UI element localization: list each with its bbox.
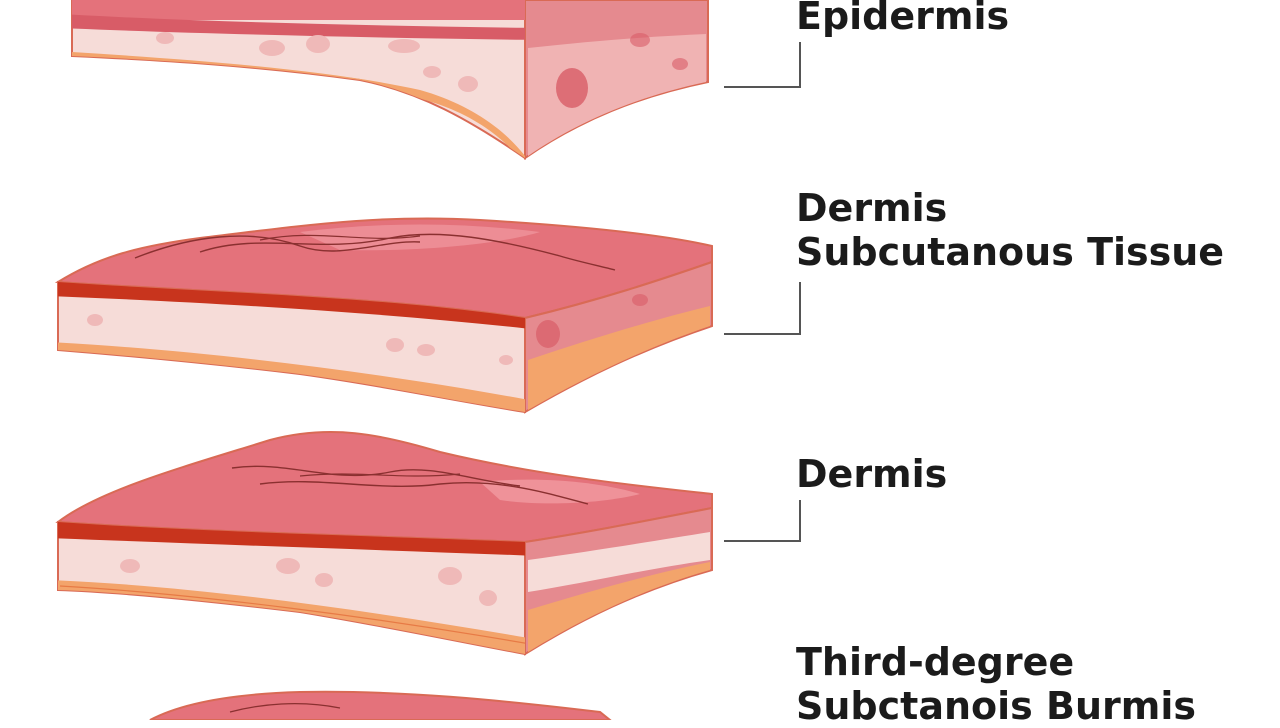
label-line: Dermis <box>796 452 948 496</box>
label-line: Third-degree <box>796 640 1075 684</box>
label-dermis-subcutanous: Dermis Subcutanous Tissue <box>796 186 1224 274</box>
skin-slab-dermis-subcutanous <box>54 217 713 414</box>
slab-top-surface <box>149 690 612 720</box>
vein-line <box>259 480 589 505</box>
leader-line <box>724 42 801 88</box>
slab-side-dermis <box>528 34 706 156</box>
slab-front-face <box>71 0 526 160</box>
vein-line <box>231 465 521 487</box>
vein-line <box>299 473 461 477</box>
leader-line <box>724 282 801 335</box>
label-third-degree: Third-degree Subctanois Burmis <box>796 640 1196 728</box>
label-line: Subctanois Burmis <box>796 684 1196 728</box>
label-line: Epidermis <box>796 0 1010 38</box>
skin-slab-dermis <box>55 430 713 656</box>
leader-line <box>724 500 801 542</box>
label-dermis: Dermis <box>796 452 947 496</box>
vein-line <box>229 703 341 713</box>
vein-line <box>134 235 421 259</box>
label-line: Dermis <box>796 186 948 230</box>
label-epidermis: Epidermis <box>796 0 1009 38</box>
vein-line <box>259 234 421 241</box>
slab-top-surface <box>55 430 713 544</box>
skin-slab-epidermis <box>71 0 709 160</box>
skin-slab-third-degree <box>149 690 612 720</box>
vein-line <box>199 233 616 271</box>
label-line: Subcutanous Tissue <box>796 230 1225 274</box>
